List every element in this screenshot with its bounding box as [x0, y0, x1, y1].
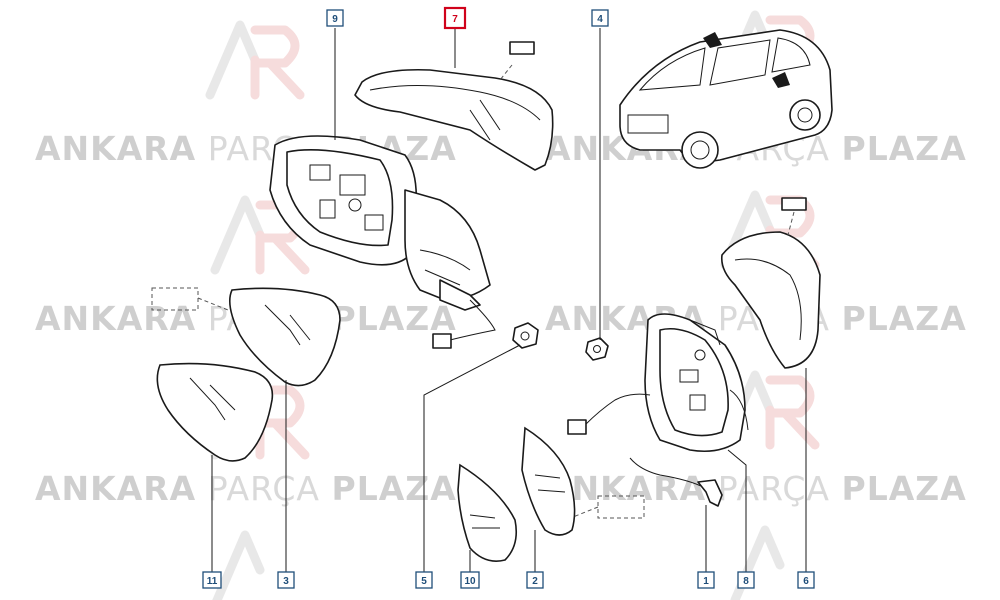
- watermark-row-3-right: ANKARA PARÇA PLAZA: [545, 469, 967, 508]
- leader-lines: [211, 28, 807, 572]
- connector-icon: [432, 333, 452, 349]
- callout-4[interactable]: 4: [591, 9, 609, 27]
- watermark-logo-icon: [205, 20, 305, 100]
- part-7-tag-icon: [509, 41, 535, 55]
- part-6-mirror-cap-right: [720, 197, 821, 369]
- watermark-logo-icon: [730, 525, 785, 600]
- callout-2[interactable]: 2: [526, 571, 544, 589]
- part-2-mirror-glass: [521, 426, 576, 536]
- callout-3[interactable]: 3: [277, 571, 295, 589]
- part-1-wire-clip: [629, 457, 723, 507]
- part-5-nut: [512, 322, 539, 349]
- callout-9[interactable]: 9: [326, 9, 344, 27]
- callout-7[interactable]: 7: [443, 6, 467, 30]
- svg-text:11: 11: [207, 576, 218, 587]
- callout-5[interactable]: 5: [415, 571, 433, 589]
- svg-text:3: 3: [283, 576, 289, 587]
- part-9-mirror-assembly-left: [269, 135, 496, 349]
- callout-6[interactable]: 6: [797, 571, 815, 589]
- watermark-logo-icon: [212, 530, 265, 600]
- svg-text:7: 7: [452, 14, 458, 25]
- svg-text:10: 10: [464, 576, 476, 587]
- part-3-mirror-glass: [229, 287, 341, 387]
- svg-text:4: 4: [597, 14, 603, 25]
- svg-text:6: 6: [803, 576, 809, 587]
- svg-text:5: 5: [421, 576, 427, 587]
- part-8-mirror-housing-right: [567, 313, 749, 453]
- callout-11[interactable]: 11: [202, 571, 222, 589]
- dashed-reference-boxes: [151, 287, 645, 519]
- svg-text:2: 2: [532, 576, 538, 587]
- connector-icon: [567, 419, 587, 435]
- callout-1[interactable]: 1: [697, 571, 715, 589]
- part-11-mirror-glass: [156, 362, 274, 462]
- watermark-text: ANKARA PARÇA PLAZA ANKARA PARÇA PLAZA AN…: [35, 129, 967, 508]
- part-4-nut: [585, 337, 609, 361]
- callout-10[interactable]: 10: [460, 571, 480, 589]
- part-10-mirror-glass: [457, 463, 518, 562]
- part-6-tag-icon: [781, 197, 807, 211]
- vehicle-reference-drawing: [619, 29, 833, 169]
- svg-text:1: 1: [703, 576, 709, 587]
- part-7-mirror-cap-left: [354, 41, 554, 171]
- svg-text:9: 9: [332, 14, 338, 25]
- svg-text:8: 8: [743, 576, 749, 587]
- callout-8[interactable]: 8: [737, 571, 755, 589]
- watermark-row-3-left: ANKARA PARÇA PLAZA: [35, 469, 457, 508]
